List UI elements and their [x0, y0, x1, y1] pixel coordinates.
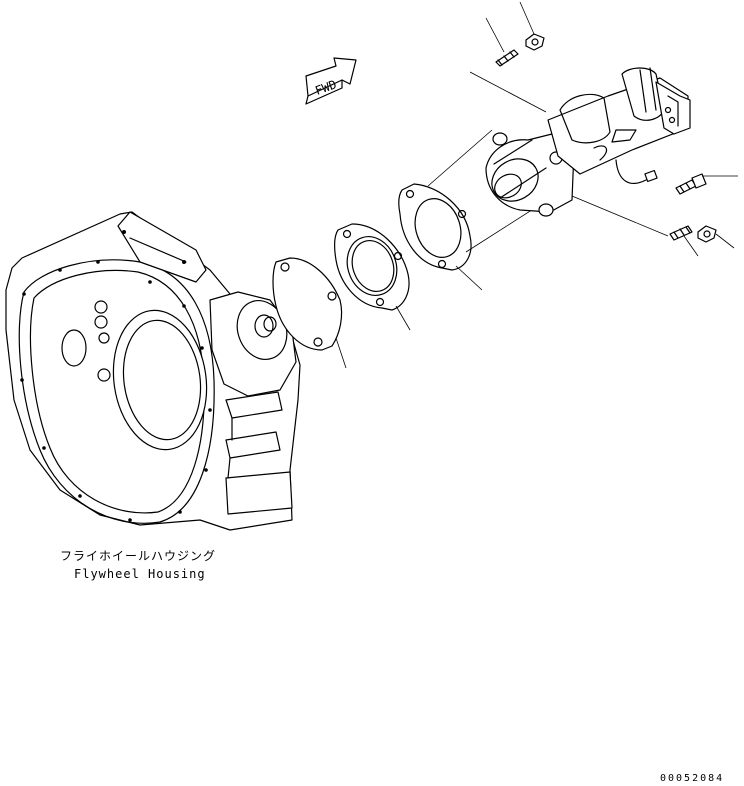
fwd-direction-arrow: FWD [305, 57, 357, 105]
gasket-2 [334, 223, 411, 331]
stud-upper [485, 17, 519, 67]
drawing-number: 00052084 [660, 773, 724, 784]
bolt-right [675, 173, 738, 195]
flywheel-housing [5, 211, 301, 531]
housing-label-english: Flywheel Housing [74, 567, 206, 581]
starter-motor [427, 67, 691, 253]
fwd-label: FWD [313, 77, 338, 98]
stud-lower [669, 225, 699, 257]
nut-upper [519, 1, 545, 51]
gasket-3 [398, 183, 483, 291]
housing-label-japanese: フライホイールハウジング [60, 549, 216, 563]
nut-lower [697, 225, 735, 249]
gasket-1 [272, 257, 347, 369]
